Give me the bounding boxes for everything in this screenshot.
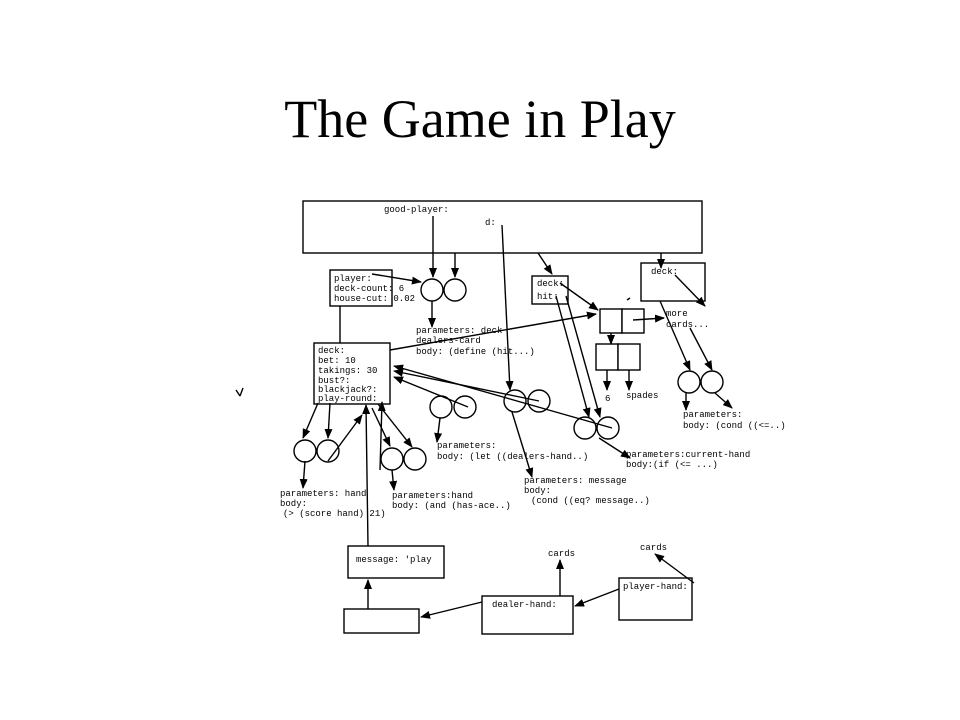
- player-frame-line: deck-count: 6: [334, 284, 404, 294]
- cards-label-center: cards: [548, 549, 575, 559]
- dealer-hand-label: dealer-hand:: [492, 600, 557, 610]
- params-cond-line: parameters:: [683, 410, 742, 420]
- message-label: message: 'play: [356, 555, 432, 565]
- deck-right-label: deck:: [651, 267, 678, 277]
- params-deck-line: body: (define (hit...): [416, 347, 535, 357]
- params-cond-line: body: (cond ((<=..): [683, 421, 786, 431]
- more-cards-line: more: [666, 309, 688, 319]
- dealer-hand-frame: dealer-hand:: [481, 595, 574, 635]
- pair-cells-upper: [599, 308, 645, 334]
- player-hand-label: player-hand:: [623, 582, 688, 592]
- params-current-hand-line: parameters:current-hand: [626, 450, 750, 460]
- main-frame: deck: bet: 10 takings: 30 bust?: blackja…: [313, 342, 391, 405]
- main-frame-line: bet: 10: [318, 356, 356, 366]
- params-message-line: parameters: message: [524, 476, 627, 486]
- params-ace-line: body: (and (has-ace..): [392, 501, 511, 511]
- main-frame-line: deck:: [318, 346, 345, 356]
- params-ace-line: parameters:hand: [392, 491, 473, 501]
- good-player-frame: good-player: d:: [302, 200, 703, 254]
- cards-label-right: cards: [640, 543, 667, 553]
- pointer-arrows: [299, 216, 733, 619]
- main-frame-line: takings: 30: [318, 366, 377, 376]
- stray-mark: [235, 387, 244, 397]
- procedure-dealer: [420, 278, 467, 302]
- stray-mark: [626, 297, 631, 301]
- params-score-line: body:: [280, 499, 307, 509]
- params-deck-line: parameters: deck: [416, 326, 502, 336]
- player-frame: player: deck-count: 6 house-cut: 0.02: [329, 269, 415, 307]
- main-frame-line: blackjack?:: [318, 385, 377, 395]
- params-current-hand-line: body:(if (<= ...): [626, 460, 718, 470]
- message-frame: message: 'play: [347, 545, 445, 579]
- params-deck-line: dealers-card: [416, 336, 481, 346]
- good-player-label: good-player:: [384, 205, 449, 215]
- params-message-line: (cond ((eq? message..): [531, 496, 650, 506]
- params-let-line: parameters:: [437, 441, 496, 451]
- params-score-line: (> (score hand) 21): [283, 509, 386, 519]
- player-frame-line: player:: [334, 274, 372, 284]
- deck-hit-line: deck:: [537, 279, 564, 289]
- params-let-line: body: (let ((dealers-hand..): [437, 452, 588, 462]
- d-label: d:: [485, 218, 496, 228]
- pair-cells-lower: [595, 343, 641, 371]
- procedure-hit: [677, 370, 724, 394]
- more-cards-line: cards...: [666, 320, 709, 330]
- main-frame-line: bust?:: [318, 376, 350, 386]
- six-label: 6: [605, 394, 610, 404]
- procedure-blackjack: [380, 447, 427, 471]
- deck-frame-right: deck:: [640, 262, 706, 302]
- procedure-current-hand: [573, 416, 620, 440]
- deck-hit-line: hit:: [537, 292, 559, 302]
- params-score-line: parameters: hand: [280, 489, 366, 499]
- params-message-line: body:: [524, 486, 551, 496]
- main-frame-line: play-round:: [318, 394, 377, 404]
- procedure-stop-at: [429, 395, 477, 419]
- empty-frame: [343, 608, 420, 634]
- spades-label: spades: [626, 391, 658, 401]
- player-hand-frame: player-hand:: [618, 577, 693, 621]
- deck-hit-frame: deck: hit:: [531, 275, 569, 305]
- slide-title: The Game in Play: [284, 89, 676, 149]
- player-frame-line: house-cut: 0.02: [334, 294, 415, 304]
- procedure-bust: [293, 439, 340, 463]
